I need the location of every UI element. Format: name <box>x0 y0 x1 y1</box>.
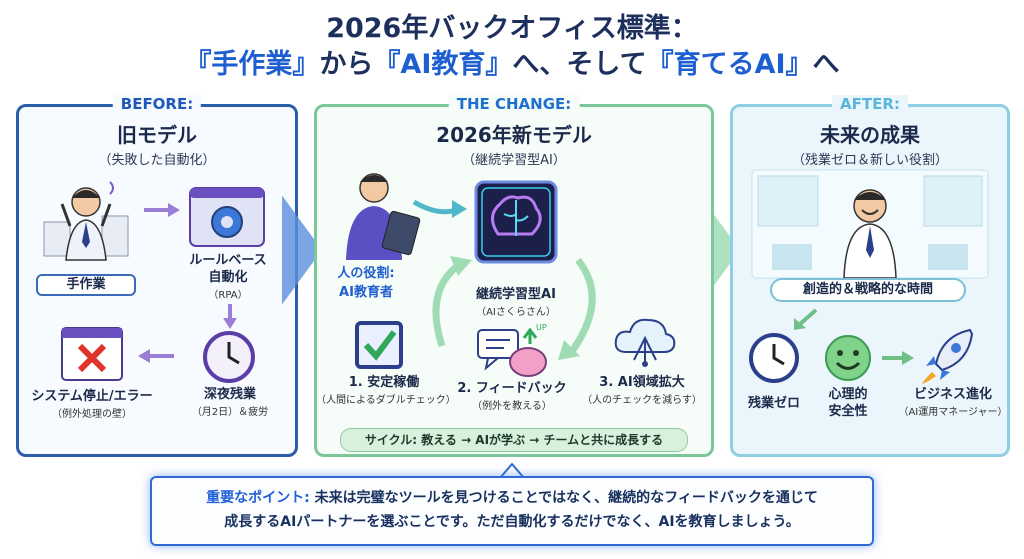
stressed-worker-icon <box>43 181 129 261</box>
change-title: 2026年新モデル <box>436 123 592 147</box>
teacher-tablet-icon <box>346 173 421 260</box>
before-subtitle: （失敗した自動化） <box>98 153 216 168</box>
cloud-network-icon <box>614 318 676 367</box>
step1-label: 1. 安定稼働 （人間によるダブルチェック） <box>316 375 456 406</box>
change-tag: THE CHANGE: <box>448 95 580 113</box>
night-label: 深夜残業 （月2日）＆疲労 <box>191 387 269 418</box>
step2-label: 2. フィードバック （例外を教える） <box>457 381 567 412</box>
arrow-creative-to-zero <box>794 308 818 330</box>
change-subtitle: （継続学習型AI） <box>462 153 566 168</box>
ai-brain-chip-icon <box>474 180 558 264</box>
zero-label: 残業ゼロ <box>747 396 800 411</box>
page-title: 2026年バックオフィス標準： <box>326 13 698 44</box>
rpa-gear-icon <box>189 187 265 247</box>
after-subtitle: （残業ゼロ＆新しい役割） <box>791 153 948 168</box>
checkbox-icon <box>355 321 403 369</box>
after-title: 未来の成果 <box>820 123 920 147</box>
arrow-teacher-to-ai <box>412 199 467 218</box>
smile-icon <box>825 335 871 381</box>
key-point-label: 重要なポイント: <box>206 490 310 506</box>
role-label: 人の役割: AI教育者 <box>337 266 395 300</box>
creative-label: 創造的＆戦略的な時間 <box>770 278 966 302</box>
arrow-smile-to-rocket <box>882 351 914 365</box>
chevron-before-to-change <box>282 195 322 305</box>
rpa-label: ルールベース 自動化 （RPA） <box>189 253 267 301</box>
step3-label: 3. AI領域拡大 （人のチェックを減らす） <box>582 375 702 406</box>
before-title: 旧モデル <box>117 123 197 147</box>
happy-worker-icon <box>751 169 989 279</box>
change-panel: THE CHANGE: 2026年新モデル （継続学習型AI） <box>314 95 714 457</box>
after-clock-icon <box>749 333 799 383</box>
arrow-night-to-error <box>138 349 174 363</box>
biz-label: ビジネス進化 （AI運用マネージャー） <box>898 387 1008 418</box>
ai-label: 継続学習型AI （AIさくらさん） <box>476 287 556 318</box>
page-subtitle: 『手作業』から『AI教育』へ、そして『育てるAI』へ <box>184 49 840 80</box>
after-tag: AFTER: <box>832 95 908 113</box>
manual-label: 手作業 <box>36 274 136 296</box>
key-point-line1: 未来は完璧なツールを見つけることではなく、継続的なフィードバックを通じて <box>309 490 818 506</box>
cycle-arrows <box>432 256 596 360</box>
before-tag: BEFORE: <box>112 95 202 113</box>
key-point-line2: 成長するAIパートナーを選ぶことです。ただ自動化するだけでなく、AIを教育しまし… <box>224 514 800 530</box>
safety-label: 心理的 安全性 <box>828 387 868 419</box>
clock-icon <box>203 331 255 383</box>
rocket-icon <box>922 328 974 384</box>
chat-brain-icon: UP <box>477 323 547 377</box>
arrow-manual-to-rpa <box>144 203 180 217</box>
error-window-icon <box>61 327 123 381</box>
up-label: UP <box>536 323 547 332</box>
cycle-banner: サイクル: 教える → AIが学ぶ → チームと共に成長する <box>340 428 688 452</box>
key-point-box: 重要なポイント: 未来は完璧なツールを見つけることではなく、継続的なフィードバッ… <box>150 476 874 546</box>
error-label: システム停止/エラー （例外処理の壁） <box>31 389 153 420</box>
arrow-rpa-to-night <box>223 304 237 329</box>
